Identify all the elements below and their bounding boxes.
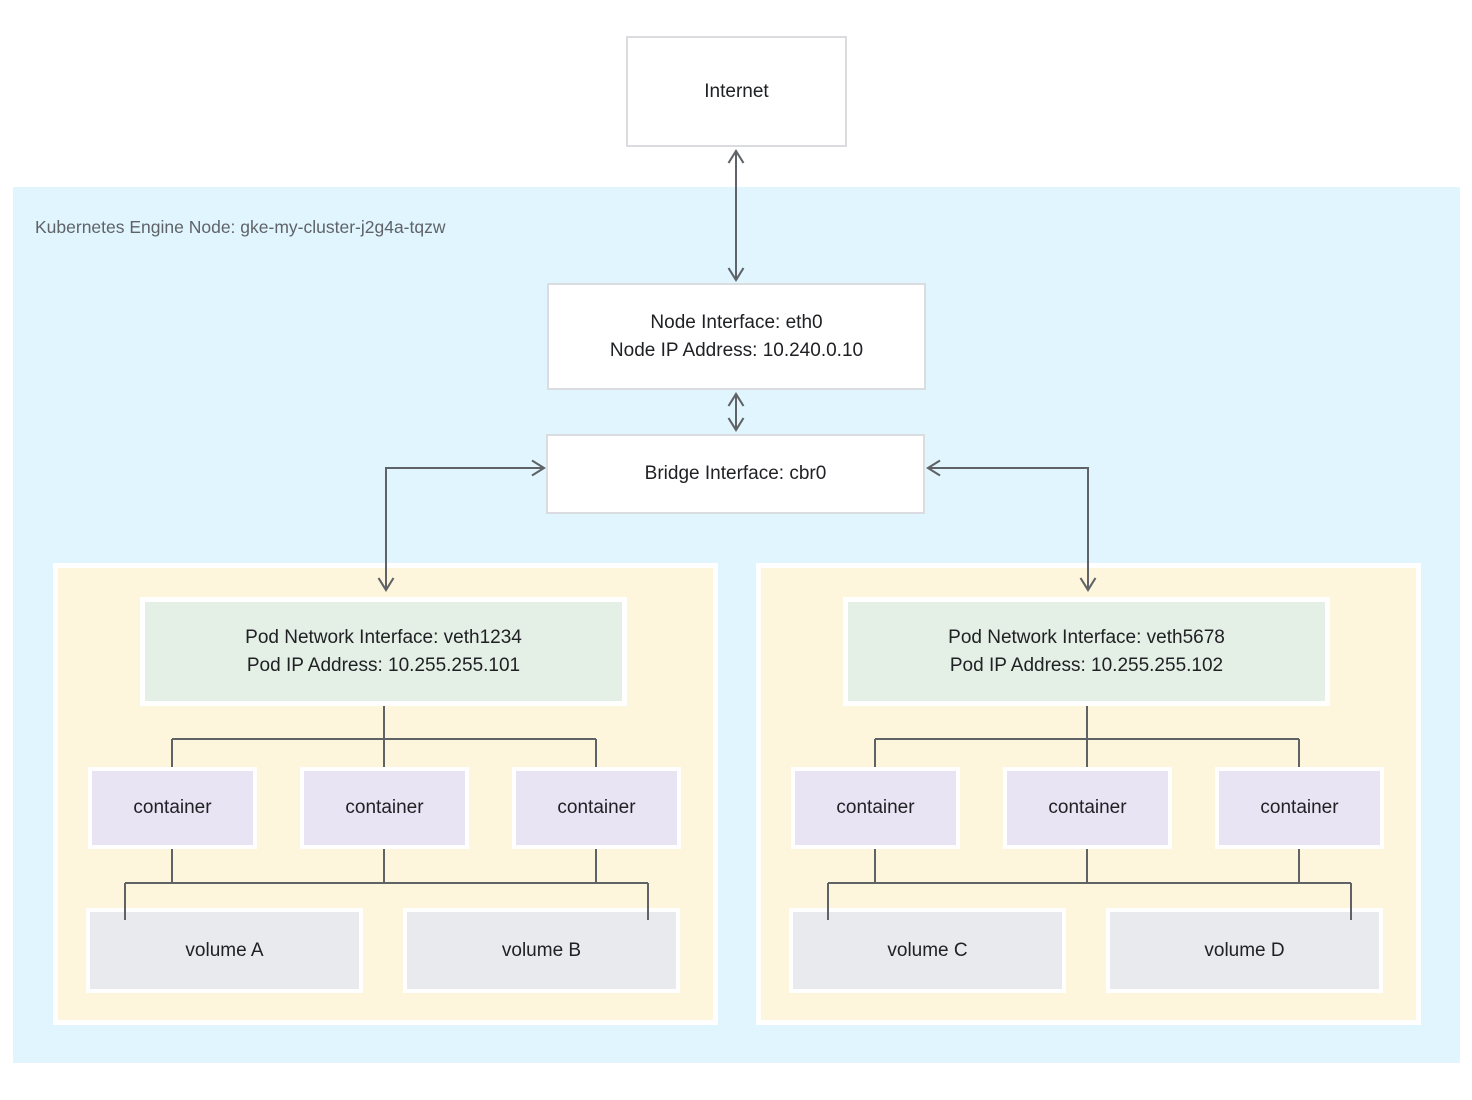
bridge-interface-label: Bridge Interface: cbr0 <box>644 463 827 484</box>
volume-box: volume D <box>1106 908 1383 993</box>
volume-box: volume C <box>789 908 1066 993</box>
pod-network-interface-box: Pod Network Interface: veth5678 Pod IP A… <box>843 597 1330 706</box>
pod-box-left: Pod Network Interface: veth1234 Pod IP A… <box>53 563 718 1025</box>
pod-network-interface-box: Pod Network Interface: veth1234 Pod IP A… <box>140 597 627 706</box>
internet-label: Internet <box>704 80 769 102</box>
internet-box: Internet <box>626 36 847 147</box>
container-box: container <box>1003 767 1172 849</box>
bridge-interface-box: Bridge Interface: cbr0 <box>546 434 925 514</box>
container-label: container <box>1260 797 1339 818</box>
pod-ip-address-line2: Pod IP Address: 10.255.255.101 <box>246 654 521 676</box>
volume-label: volume C <box>887 939 968 961</box>
container-box: container <box>1215 767 1384 849</box>
node-ip-address-line2: Node IP Address: 10.240.0.10 <box>609 339 864 361</box>
pod-ip-address-line2: Pod IP Address: 10.255.255.102 <box>949 654 1224 676</box>
pod-box-right: Pod Network Interface: veth5678 Pod IP A… <box>756 563 1421 1025</box>
volume-label: volume B <box>501 939 582 961</box>
container-box: container <box>88 767 257 849</box>
container-label: container <box>345 797 424 818</box>
container-label: container <box>836 797 915 818</box>
volume-label: volume D <box>1204 939 1285 961</box>
volume-box: volume A <box>86 908 363 993</box>
container-box: container <box>791 767 960 849</box>
pod-network-interface-line1: Pod Network Interface: veth1234 <box>245 626 522 648</box>
container-label: container <box>133 797 212 818</box>
container-label: container <box>1048 797 1127 818</box>
container-label: container <box>557 797 636 818</box>
container-box: container <box>300 767 469 849</box>
node-interface-box: Node Interface: eth0 Node IP Address: 10… <box>547 283 926 390</box>
volume-label: volume A <box>185 939 264 961</box>
volume-box: volume B <box>403 908 680 993</box>
container-box: container <box>512 767 681 849</box>
node-region-label: Kubernetes Engine Node: gke-my-cluster-j… <box>35 217 446 237</box>
pod-network-interface-line1: Pod Network Interface: veth5678 <box>948 626 1225 648</box>
node-interface-line1: Node Interface: eth0 <box>650 311 823 333</box>
